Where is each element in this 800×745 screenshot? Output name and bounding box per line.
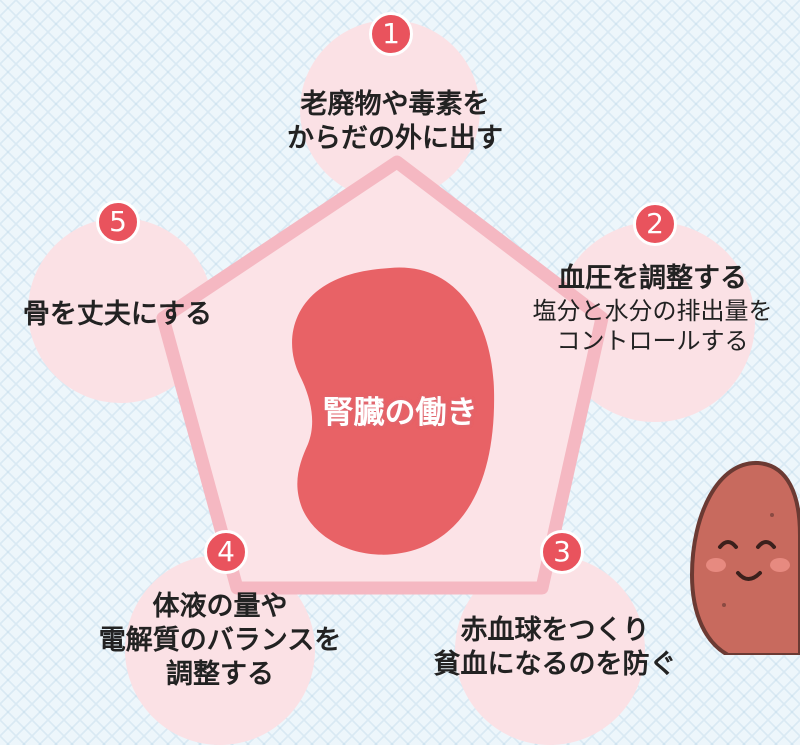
function-5-line-1: 骨を丈夫にする [22,299,213,330]
function-2-heading: 血圧を調整する [558,263,747,294]
function-3-line-2: 貧血になるのを防ぐ [433,649,677,680]
function-4-line-3: 調整する [166,659,274,690]
function-5-text: 骨を丈夫にする [0,298,235,332]
smiling-potato-character-icon [689,460,800,655]
number-badge-3: 3 [540,530,584,574]
function-4-text: 体液の量や 電解質のバランスを 調整する [70,590,370,692]
function-1-text: 老廃物や毒素を からだの外に出す [240,88,550,156]
number-badge-5: 5 [96,200,140,244]
function-4-line-2: 電解質のバランスを [98,625,342,656]
function-1-line-1: 老廃物や毒素を [300,89,490,120]
pentagon-diagram [156,155,609,595]
function-2-text: 血圧を調整する 塩分と水分の排出量を コントロールする [505,262,800,356]
function-3-line-1: 赤血球をつくり [460,615,650,646]
diagram-title: 腎臓の働き [322,395,478,431]
function-3-text: 赤血球をつくり 貧血になるのを防ぐ [400,614,710,682]
function-1-line-2: からだの外に出す [287,123,503,154]
number-badge-4: 4 [204,530,248,574]
number-badge-1: 1 [369,12,413,56]
function-2-line-1: 塩分と水分の排出量を [532,297,773,325]
function-2-line-2: コントロールする [556,327,749,355]
kidney-icon [292,267,495,555]
number-badge-2: 2 [633,202,677,246]
function-4-line-1: 体液の量や [152,591,288,622]
